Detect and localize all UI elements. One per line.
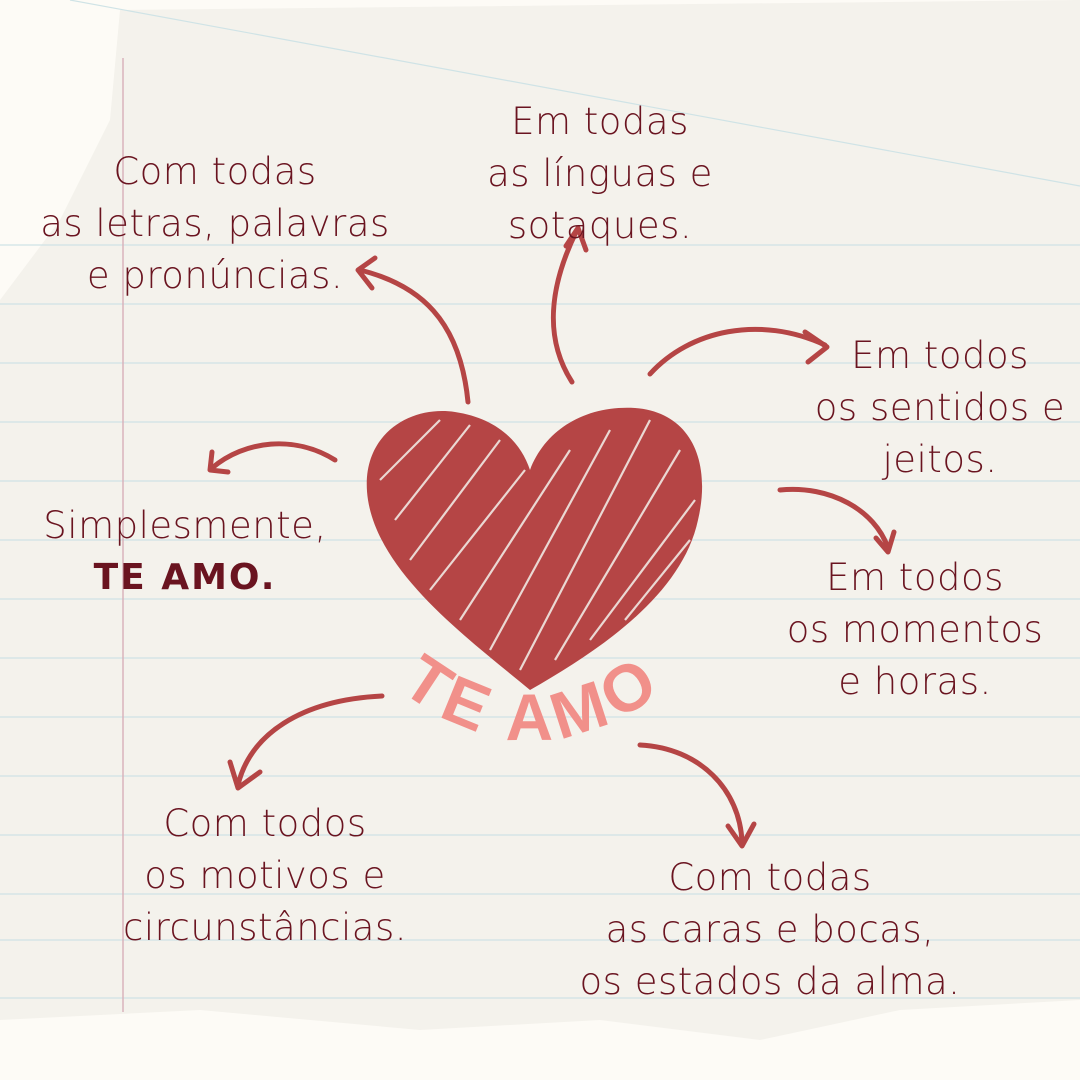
note-line: Com todas — [113, 150, 317, 193]
note-line: jeitos. — [882, 438, 998, 481]
note-line: Com todas — [668, 856, 872, 899]
arrow-top-center — [550, 229, 579, 385]
note-line: as línguas e — [487, 152, 713, 195]
note-line: as caras e bocas, — [605, 908, 935, 951]
note-line: sotaques. — [507, 204, 693, 247]
note-line: os motivos e — [144, 854, 386, 897]
note-emphasis: TE AMO. — [93, 557, 277, 598]
note-top-center: Em todas as línguas e sotaques. — [480, 96, 720, 252]
arrow-left — [209, 441, 338, 471]
note-line: e horas. — [838, 660, 992, 703]
note-left: Simplesmente, TE AMO. — [40, 500, 330, 604]
note-right-upper: Em todos os sentidos e jeitos. — [800, 330, 1080, 486]
note-line: as letras, palavras — [40, 202, 390, 245]
note-line: Em todos — [826, 556, 1004, 599]
note-line: os momentos — [786, 608, 1044, 651]
arrow-bottom-left — [235, 693, 385, 788]
note-line: os sentidos e — [814, 386, 1066, 429]
note-line: circunstâncias. — [122, 906, 407, 949]
note-line: os estados da alma. — [579, 960, 961, 1003]
note-line: e pronúncias. — [86, 254, 344, 297]
scribble-heart-icon — [366, 407, 703, 690]
note-line: Simplesmente, — [43, 504, 327, 547]
note-line: Em todas — [511, 100, 689, 143]
note-line: Com todos — [163, 802, 367, 845]
arrow-top-left — [357, 267, 471, 405]
note-right-lower: Em todos os momentos e horas. — [780, 552, 1050, 708]
arrow-right-lower — [777, 486, 891, 551]
arrow-bottom-right — [637, 742, 745, 845]
note-bottom-right: Com todas as caras e bocas, os estados d… — [570, 852, 970, 1008]
note-bottom-left: Com todos os motivos e circunstâncias. — [120, 798, 410, 954]
note-top-left: Com todas as letras, palavras e pronúnci… — [40, 146, 390, 302]
arrow-right-upper — [647, 326, 828, 377]
note-line: Em todos — [851, 334, 1029, 377]
